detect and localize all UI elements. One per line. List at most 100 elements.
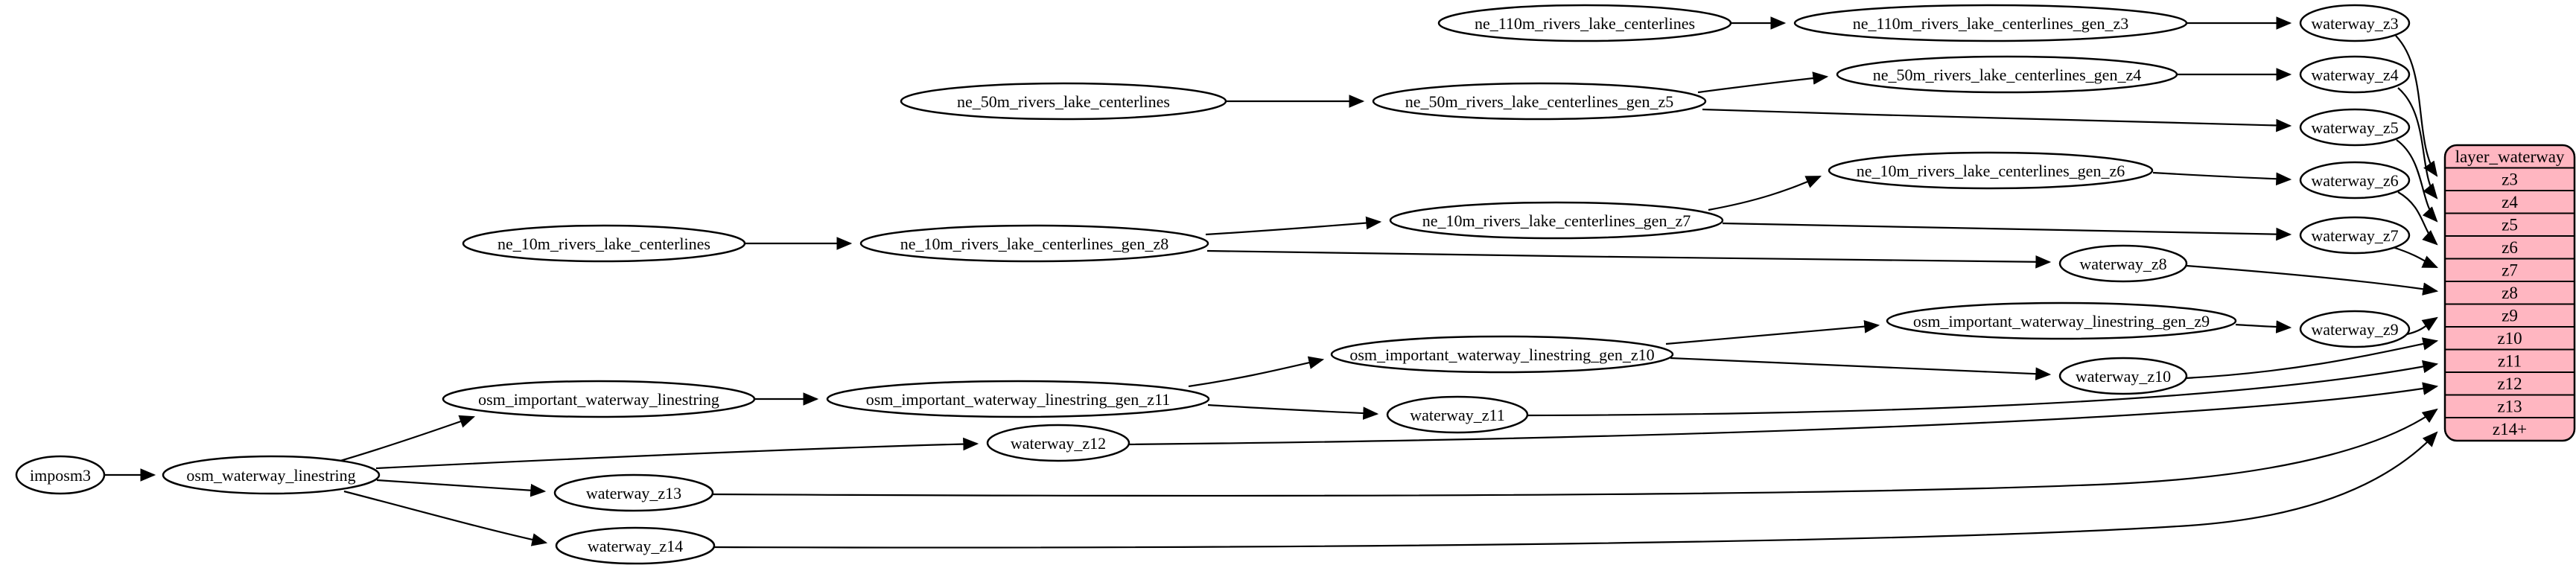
edge-gen-z11-to-gen-z10 [1188,356,1325,388]
node-waterway-z11: waterway_z11 [1386,395,1529,434]
node-ne-50m-rivers-lake-centerlines-gen-z5-shape [1372,82,1707,121]
node-waterway-z4-shape [2299,55,2411,94]
node-ne-110m-rivers-lake-centerlines-label: ne_110m_rivers_lake_centerlines [1475,14,1695,33]
node-ne-10m-rivers-lake-centerlines-shape [462,224,746,263]
node-osm-important-waterway-linestring-shape [442,380,756,418]
edge-waterway-z13-to-row-z13 [711,408,2438,497]
node-osm-waterway-linestring-label: osm_waterway_linestring [186,466,355,485]
edge-gen-z6-to-waterway-z6 [2152,171,2292,186]
node-osm-important-waterway-linestring-gen-z11: osm_important_waterway_linestring_gen_z1… [826,380,1210,418]
table-title: layer_waterway [2455,147,2565,166]
table-row-z8: z8 [2502,284,2518,302]
edge-gen-z9-to-waterway-z9 [2235,320,2292,334]
node-waterway-z5-label: waterway_z5 [2311,118,2398,137]
edges [104,16,2439,549]
node-ne-10m-rivers-lake-centerlines-gen-z6: ne_10m_rivers_lake_centerlines_gen_z6 [1828,151,2154,190]
node-ne-50m-rivers-lake-centerlines-gen-z5: ne_50m_rivers_lake_centerlines_gen_z5 [1372,82,1707,121]
table-row-z13: z13 [2497,398,2522,416]
node-waterway-z4-label: waterway_z4 [2311,66,2398,84]
node-ne-50m-rivers-lake-centerlines-gen-z4-shape [1836,55,2178,94]
node-waterway-z6: waterway_z6 [2299,161,2411,200]
table-row-z7: z7 [2502,261,2518,280]
node-osm-important-waterway-linestring-label: osm_important_waterway_linestring [478,390,719,409]
node-ne-10m-rivers-lake-centerlines-gen-z7-label: ne_10m_rivers_lake_centerlines_gen_z7 [1422,211,1691,230]
edge-waterway-z10-to-row-z10 [2184,337,2439,380]
node-waterway-z13: waterway_z13 [553,473,714,512]
node-waterway-z7-label: waterway_z7 [2311,226,2398,245]
layer-waterway-table-box [2443,144,2576,442]
node-osm-important-waterway-linestring: osm_important_waterway_linestring [442,380,756,418]
node-waterway-z8-shape [2058,244,2188,283]
edge-waterway-z8-to-row-z8 [2186,264,2439,296]
node-osm-important-waterway-linestring-gen-z9-shape [1886,301,2237,340]
node-waterway-z6-label: waterway_z6 [2311,171,2398,190]
node-waterway-z8-label: waterway_z8 [2079,255,2166,273]
node-osm-waterway-linestring-shape [162,455,381,495]
edge-waterway-z11-to-row-z11 [1526,360,2439,417]
edge-waterway-z5-to-row-z5 [2396,139,2438,223]
edge-osm-waterway-linestring-to-waterway-z14 [343,490,548,546]
node-ne-110m-rivers-lake-centerlines-gen-z3: ne_110m_rivers_lake_centerlines_gen_z3 [1793,4,2188,42]
node-waterway-z9-label: waterway_z9 [2311,320,2398,339]
node-ne-110m-rivers-lake-centerlines-gen-z3-label: ne_110m_rivers_lake_centerlines_gen_z3 [1853,14,2129,33]
node-waterway-z4: waterway_z4 [2299,55,2411,94]
node-osm-important-waterway-linestring-gen-z10: osm_important_waterway_linestring_gen_z1… [1330,335,1674,374]
node-waterway-z10-label: waterway_z10 [2076,367,2171,386]
node-osm-important-waterway-linestring-gen-z11-shape [826,380,1210,418]
edge-waterway-z3-to-row-z3 [2395,35,2438,177]
table-row-z3: z3 [2502,170,2518,189]
node-imposm3-label: imposm3 [30,466,91,485]
node-ne-10m-rivers-lake-centerlines-gen-z8-shape [859,224,1209,263]
node-waterway-z10: waterway_z10 [2058,357,2188,395]
table-row-z10: z10 [2497,329,2522,348]
node-waterway-z8: waterway_z8 [2058,244,2188,283]
table-row-z12: z12 [2497,374,2522,393]
node-waterway-z5: waterway_z5 [2299,108,2411,147]
table-row-z4: z4 [2502,193,2518,211]
node-ne-110m-rivers-lake-centerlines-shape [1437,4,1732,42]
node-waterway-z12-label: waterway_z12 [1011,434,1106,453]
edge-gen-z11-to-waterway-z11 [1207,403,1379,420]
node-waterway-z12: waterway_z12 [986,424,1130,462]
node-waterway-z7: waterway_z7 [2299,216,2411,255]
node-ne-50m-rivers-lake-centerlines: ne_50m_rivers_lake_centerlines [900,82,1227,121]
edge-waterway-z9-to-row-z9 [2406,316,2438,336]
edge-waterway-z4-to-row-z4 [2397,87,2438,200]
node-waterway-z9: waterway_z9 [2299,310,2411,348]
edge-osm-waterway-linestring-to-waterway-z12 [375,437,979,470]
edge-gen-z10-to-gen-z9 [1665,320,1880,345]
edge-gen-z5-to-gen-z4 [1697,71,1829,94]
node-osm-important-waterway-linestring-gen-z11-label: osm_important_waterway_linestring_gen_z1… [866,390,1171,409]
node-ne-110m-rivers-lake-centerlines: ne_110m_rivers_lake_centerlines [1437,4,1732,42]
edge-osm-waterway-linestring-to-osm-important-waterway-linestring [334,415,476,464]
table-row-z5: z5 [2502,216,2518,234]
edge-osm-waterway-linestring-to-waterway-z13 [376,479,547,497]
node-imposm3: imposm3 [15,455,106,495]
node-ne-10m-rivers-lake-centerlines-gen-z8: ne_10m_rivers_lake_centerlines_gen_z8 [859,224,1209,263]
table-row-z11: z11 [2498,352,2522,371]
node-imposm3-shape [15,455,106,495]
node-waterway-z14-label: waterway_z14 [588,537,683,555]
node-ne-10m-rivers-lake-centerlines-gen-z7: ne_10m_rivers_lake_centerlines_gen_z7 [1389,201,1724,240]
node-osm-important-waterway-linestring-gen-z10-shape [1330,335,1674,374]
node-waterway-z11-shape [1386,395,1529,434]
node-waterway-z3-shape [2299,4,2411,42]
node-ne-10m-rivers-lake-centerlines-gen-z6-label: ne_10m_rivers_lake_centerlines_gen_z6 [1857,162,2125,180]
node-osm-important-waterway-linestring-gen-z9-label: osm_important_waterway_linestring_gen_z9 [1913,312,2210,331]
node-waterway-z3: waterway_z3 [2299,4,2411,42]
node-ne-10m-rivers-lake-centerlines-gen-z8-label: ne_10m_rivers_lake_centerlines_gen_z8 [900,234,1168,253]
node-ne-110m-rivers-lake-centerlines-gen-z3-shape [1793,4,2188,42]
table-row-z9: z9 [2502,307,2518,325]
node-osm-waterway-linestring: osm_waterway_linestring [162,455,381,495]
node-waterway-z6-shape [2299,161,2411,200]
node-ne-10m-rivers-lake-centerlines-label: ne_10m_rivers_lake_centerlines [497,234,710,253]
node-waterway-z14-shape [555,526,716,565]
node-waterway-z10-shape [2058,357,2188,395]
edge-gen-z8-to-waterway-z8 [1206,249,2052,269]
node-osm-important-waterway-linestring-gen-z10-label: osm_important_waterway_linestring_gen_z1… [1349,345,1654,364]
node-waterway-z14: waterway_z14 [555,526,716,565]
layer-waterway-table: layer_waterway z3 z4 z5 z6 z7 z8 z9 z10 … [2443,144,2576,442]
node-waterway-z5-shape [2299,108,2411,147]
edge-waterway-z7-to-row-z7 [2392,246,2439,269]
